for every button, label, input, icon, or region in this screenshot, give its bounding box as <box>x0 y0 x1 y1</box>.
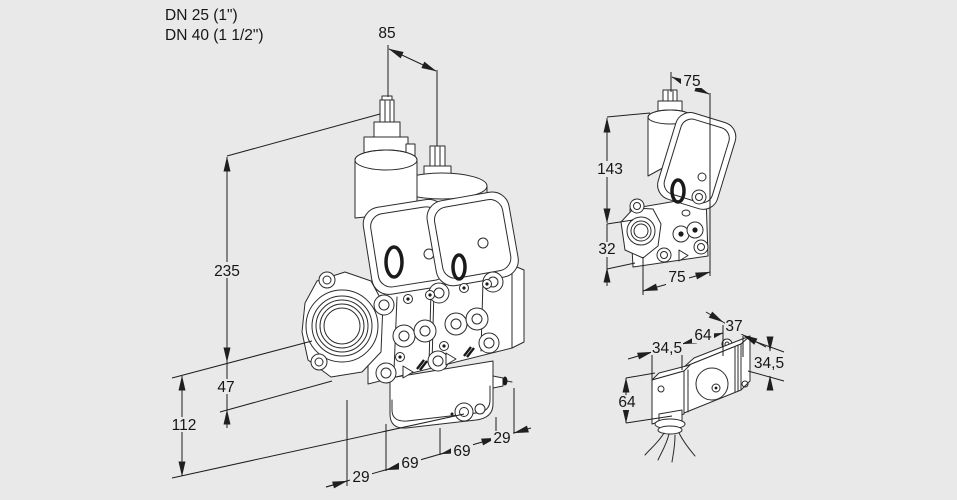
dim-label-143: 143 <box>597 161 623 178</box>
dim-label-85: 85 <box>378 25 395 42</box>
dim-235 <box>171 113 381 379</box>
right-solenoid-cover <box>426 191 519 287</box>
flow-arrow-marker <box>402 365 414 379</box>
bottom-module <box>389 360 513 429</box>
dim-label-64-top: 64 <box>694 327 712 344</box>
dim-label-112: 112 <box>172 417 197 434</box>
main-valve-drawing <box>301 95 525 429</box>
dim-label-64-left: 64 <box>618 394 636 411</box>
dim-label-47: 47 <box>217 379 234 396</box>
side-view-drawing <box>620 89 737 268</box>
dim-label-32: 32 <box>598 241 615 258</box>
flow-arrow-marker <box>445 352 457 366</box>
dim-label-75-bottom: 75 <box>668 269 685 286</box>
dim-85 <box>387 45 438 146</box>
dim-34-5-right <box>747 336 785 391</box>
dim-label-37: 37 <box>725 318 742 335</box>
flow-arrow-marker <box>678 249 689 262</box>
dn-size-label-2: DN 40 (1 1/2") <box>165 27 264 44</box>
dn-size-label-1: DN 25 (1") <box>165 7 238 24</box>
cable-wires <box>644 432 696 463</box>
dim-label-chain-69a: 69 <box>401 455 418 472</box>
dim-label-34-5-right: 34,5 <box>754 355 784 372</box>
vent-nipple <box>492 375 504 389</box>
dim-label-chain-29a: 29 <box>352 469 369 486</box>
dim-label-235: 235 <box>214 263 240 280</box>
dim-label-chain-29b: 29 <box>493 430 510 447</box>
dim-label-75-top: 75 <box>683 73 700 90</box>
body-fasteners <box>373 271 504 384</box>
dim-label-34-5-left: 34,5 <box>652 340 682 357</box>
dim-47 <box>219 362 333 428</box>
left-actuator <box>354 95 418 219</box>
dim-label-chain-69b: 69 <box>453 443 470 460</box>
